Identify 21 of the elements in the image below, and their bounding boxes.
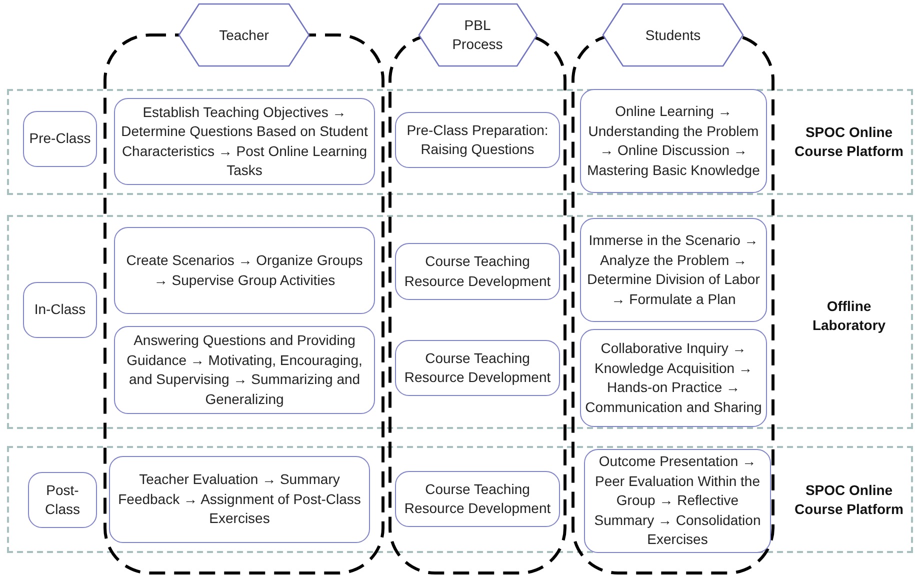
activity-box: Online Learning → Understanding the Problem → Online Discussion → Mastering Basic Knowledge: [580, 89, 767, 193]
phase-label-box: Pre-Class: [23, 111, 97, 167]
activity-box: Outcome Presentation → Peer Evaluation Within the Group → Reflective Summary → Consolidation Exercises: [584, 449, 771, 553]
lane-title: Students: [645, 26, 701, 44]
platform-label: SPOC Online Course Platform: [794, 480, 904, 519]
lane-title: PBL Process: [451, 16, 504, 54]
activity-box: Collaborative Inquiry → Knowledge Acquisition → Hands-on Practice → Communication and Sharing: [580, 329, 767, 427]
activity-box: Immerse in the Scenario → Analyze the Problem → Determine Division of Labor → Formulate a Plan: [580, 218, 767, 322]
phase-label-box: In-Class: [23, 282, 97, 338]
activity-box: Answering Questions and Providing Guidance → Motivating, Encouraging, and Supervising → Summarizing and Generalizing: [114, 326, 375, 414]
phase-label-box: Post-Class: [28, 472, 97, 528]
activity-box: Course Teaching Resource Development: [395, 471, 560, 527]
activity-box: Teacher Evaluation → Summary Feedback → Assignment of Post-Class Exercises: [109, 456, 370, 543]
activity-box: Establish Teaching Objectives → Determine Questions Based on Student Characteristics → Post Online Learning Tasks: [114, 98, 375, 185]
activity-box: Create Scenarios → Organize Groups → Supervise Group Activities: [114, 227, 375, 314]
activity-box: Course Teaching Resource Development: [395, 340, 560, 396]
platform-label: SPOC Online Course Platform: [794, 122, 904, 161]
activity-box: Pre-Class Preparation: Raising Questions: [395, 112, 560, 168]
lane-title: Teacher: [219, 26, 269, 44]
platform-label: Offline Laboratory: [811, 296, 887, 335]
activity-box: Course Teaching Resource Development: [395, 243, 560, 300]
